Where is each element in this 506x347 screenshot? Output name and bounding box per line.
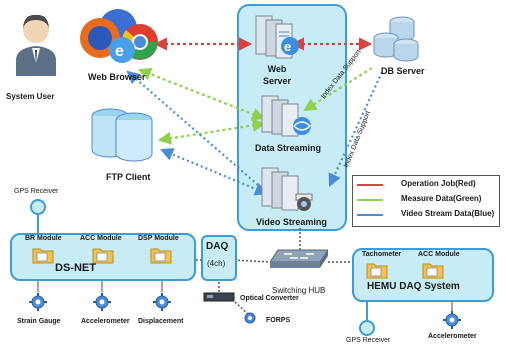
ds-net-label: DS-NET bbox=[55, 262, 96, 274]
dsp-module-label: DSP Module bbox=[138, 235, 179, 242]
user-icon bbox=[16, 14, 56, 76]
hemu-daq-system-label: HEMU DAQ System bbox=[367, 281, 460, 292]
daq-channels-label: (4ch) bbox=[207, 259, 226, 268]
green-link-db-ds bbox=[303, 67, 373, 112]
tachometer-folder-icon bbox=[366, 263, 388, 279]
gps-bottom-circle bbox=[359, 320, 375, 336]
daq-label: DAQ bbox=[206, 241, 229, 252]
accelerometer-right-icon bbox=[443, 311, 461, 329]
switching-hub-icon bbox=[270, 249, 328, 268]
accelerometer-left-label: Accelerometer bbox=[81, 318, 130, 325]
data-streaming-icon bbox=[261, 95, 312, 137]
displacement-label: Displacement bbox=[138, 318, 184, 325]
green-link-ds-browser bbox=[137, 67, 266, 121]
blue-link-video-browser bbox=[126, 70, 259, 186]
forps-label: FORPS bbox=[266, 317, 291, 324]
green-link-ds-ftp bbox=[157, 118, 266, 145]
legend-label: Measure Data(Green) bbox=[401, 194, 482, 203]
web-browser-label: Web Browser bbox=[88, 72, 146, 82]
optical-converter-label: Optical Converter bbox=[240, 295, 299, 302]
br-module-folder-icon bbox=[32, 248, 54, 264]
accelerometer-right-label: Accelerometer bbox=[428, 333, 477, 340]
accelerometer-left-icon bbox=[93, 293, 111, 311]
optical-converter-icon bbox=[203, 292, 235, 302]
db-server-label: DB Server bbox=[381, 66, 425, 76]
svg-text:e: e bbox=[284, 39, 291, 54]
legend-label: Operation Job(Red) bbox=[401, 179, 476, 188]
gps-receiver-top-label: GPS Receiver bbox=[14, 188, 59, 195]
web-server-icon: e bbox=[255, 15, 299, 59]
legend-line bbox=[357, 184, 383, 186]
legend-item: Video Stream Data(Blue) bbox=[357, 209, 495, 218]
strain-gauge-icon bbox=[29, 293, 47, 311]
br-module-label: BR Module bbox=[25, 235, 62, 242]
data-streaming-label: Data Streaming bbox=[255, 143, 322, 153]
acc-module-folder-icon bbox=[92, 248, 114, 264]
db-server-icon bbox=[373, 16, 419, 62]
ftp-client-label: FTP Client bbox=[106, 172, 151, 182]
gps-receiver-bottom-label: GPS Receiver bbox=[346, 337, 391, 344]
video-streaming-icon bbox=[261, 167, 313, 211]
acc-module-right-folder-icon bbox=[422, 263, 444, 279]
forps-sensor-icon bbox=[244, 312, 256, 324]
displacement-icon bbox=[153, 293, 171, 311]
legend-line bbox=[357, 199, 383, 201]
legend-box: Operation Job(Red) Measure Data(Green) Vid… bbox=[352, 175, 500, 227]
legend-items: Operation Job(Red) Measure Data(Green) Vid… bbox=[357, 179, 497, 225]
blue-link-db-video bbox=[328, 71, 383, 187]
ftp-client-icon bbox=[91, 108, 153, 162]
legend-label: Video Stream Data(Blue) bbox=[401, 209, 495, 218]
blue-link-video-ftp bbox=[159, 148, 269, 196]
video-streaming-label: Video Streaming bbox=[256, 217, 327, 227]
gps-top-circle bbox=[30, 199, 46, 215]
daq-hub-link bbox=[233, 259, 271, 263]
legend-item: Operation Job(Red) bbox=[357, 179, 476, 188]
web-browser-icon: e bbox=[80, 9, 158, 63]
svg-text:e: e bbox=[115, 43, 124, 60]
dsp-module-folder-icon bbox=[150, 248, 172, 264]
daq-box bbox=[201, 235, 237, 281]
acc-module-right-label: ACC Module bbox=[418, 251, 460, 258]
switching-hub-label: Switching HUB bbox=[272, 286, 326, 295]
legend-item: Measure Data(Green) bbox=[357, 194, 482, 203]
legend-line bbox=[357, 214, 383, 216]
tachometer-label: Tachometer bbox=[362, 251, 402, 258]
web-server-label: Web Server bbox=[263, 64, 292, 86]
strain-gauge-label: Strain Gauge bbox=[17, 318, 61, 325]
acc-module-left-label: ACC Module bbox=[80, 235, 122, 242]
system-user-label: System User bbox=[6, 92, 55, 101]
